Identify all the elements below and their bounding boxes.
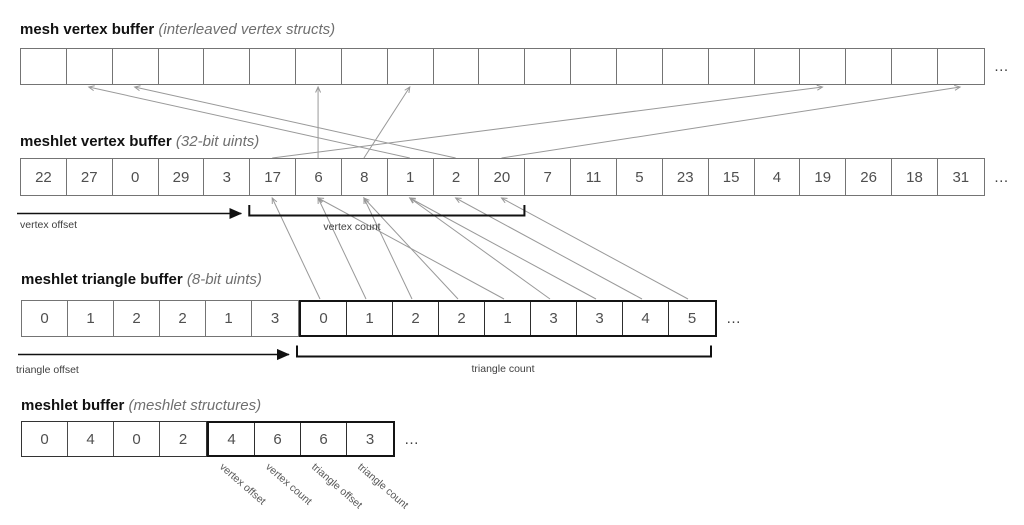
meshlet-field-triangle-count-label: triangle count — [355, 461, 411, 512]
cell: 3 — [577, 302, 623, 335]
cell — [204, 49, 251, 84]
cell: 11 — [571, 159, 617, 195]
ellipsis: … — [993, 168, 1010, 186]
cell: 0 — [113, 159, 159, 195]
cell: 2 — [439, 302, 485, 335]
cell — [938, 49, 984, 84]
mesh-vertex-buffer-row: … — [20, 48, 1010, 85]
cell — [296, 49, 342, 84]
cell: 19 — [800, 159, 847, 195]
cell — [525, 49, 572, 84]
meshlet-triangle-buffer-title: meshlet triangle buffer (8-bit uints) — [21, 271, 262, 288]
cell — [67, 49, 113, 84]
title-text: meshlet vertex buffer — [20, 133, 172, 150]
title-subtext: (32-bit uints) — [175, 133, 260, 150]
cell — [755, 49, 801, 84]
cell: 0 — [301, 302, 347, 335]
cell: 5 — [687, 310, 697, 327]
ellipsis: … — [404, 430, 420, 448]
normal-cell-group — [20, 48, 985, 85]
cell — [663, 49, 709, 84]
meshlet-field-vertex-offset-label: vertex offset — [217, 461, 269, 508]
cell — [571, 49, 617, 84]
cell — [800, 49, 847, 84]
cell: 1 — [68, 301, 114, 336]
cell: 2 — [114, 301, 160, 336]
cell — [479, 49, 526, 84]
cell — [113, 49, 159, 84]
cell: 1 — [388, 159, 434, 195]
cell: 7 — [525, 159, 572, 195]
triangle-offset-label: triangle offset — [16, 364, 79, 376]
cell: 5 — [617, 159, 663, 195]
meshlet-field-vertex-count-label: vertex count — [263, 461, 315, 508]
vertex-offset-label: vertex offset — [20, 219, 78, 231]
cell: 22 — [21, 159, 67, 195]
cell — [846, 49, 893, 84]
title-text: meshlet buffer — [21, 397, 125, 414]
cell — [250, 49, 297, 84]
cell: 0 — [22, 422, 68, 456]
cell: 0 — [114, 422, 160, 456]
meshlet-vertex-buffer-title: meshlet vertex buffer (32-bit uints) — [20, 133, 259, 150]
title-text: mesh vertex buffer — [20, 21, 155, 38]
cell: 2 — [434, 159, 480, 195]
cell: 18 — [892, 159, 938, 195]
cell: 3 — [365, 430, 375, 448]
cell: 6 — [296, 159, 342, 195]
triangle-count-label: triangle count — [471, 363, 535, 375]
cell — [617, 49, 663, 84]
title-text: meshlet triangle buffer — [21, 271, 183, 288]
cell — [342, 49, 388, 84]
cell: 2 — [160, 301, 206, 336]
cell: 8 — [342, 159, 388, 195]
cell — [21, 49, 67, 84]
cell: 17 — [250, 159, 297, 195]
meshlet-buffer-title: meshlet buffer (meshlet structures) — [21, 397, 261, 414]
cell: 6 — [301, 423, 347, 455]
cell: 31 — [952, 168, 970, 186]
cell: 20 — [479, 159, 526, 195]
cell: 2 — [393, 302, 439, 335]
title-subtext: (meshlet structures) — [128, 397, 262, 414]
cell — [159, 49, 205, 84]
cell: 3 — [531, 302, 577, 335]
cell: 15 — [709, 159, 755, 195]
mesh-vertex-buffer-title: mesh vertex buffer (interleaved vertex s… — [20, 21, 335, 38]
cell — [434, 49, 480, 84]
ellipsis: … — [993, 58, 1010, 75]
cell: 1 — [206, 301, 252, 336]
cell: 6 — [255, 423, 301, 455]
cell — [388, 49, 434, 84]
cell: 4 — [68, 422, 114, 456]
title-subtext: (interleaved vertex structs) — [158, 21, 336, 38]
cell: 2 — [178, 430, 188, 448]
cell — [892, 49, 938, 84]
cell: 27 — [67, 159, 113, 195]
cell — [709, 49, 755, 84]
title-subtext: (8-bit uints) — [186, 271, 262, 288]
cell: 23 — [663, 159, 709, 195]
cell: 26 — [846, 159, 893, 195]
cell: 4 — [209, 423, 255, 455]
vertex-count-label: vertex count — [323, 221, 381, 233]
cell: 1 — [485, 302, 531, 335]
ellipsis: … — [726, 310, 742, 327]
cell: 4 — [623, 302, 669, 335]
cell: 4 — [755, 159, 801, 195]
cell: 0 — [22, 301, 68, 336]
cell: 29 — [159, 159, 205, 195]
cell: 1 — [347, 302, 393, 335]
cell: 3 — [204, 159, 251, 195]
cell: 3 — [270, 310, 280, 327]
